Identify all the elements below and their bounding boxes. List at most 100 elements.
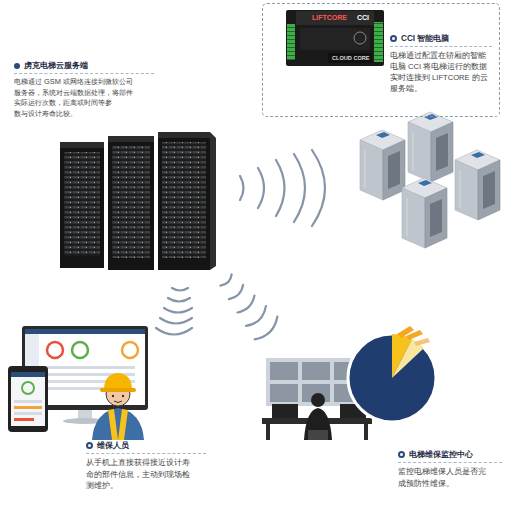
monitoring-scene-part: [364, 424, 368, 440]
worker-scene-part: [25, 329, 145, 334]
elevator-cabs-part: [360, 130, 405, 200]
monitoring-scene-part: [302, 362, 330, 380]
heading-row: 电梯维保监控中心: [398, 449, 502, 463]
worker-scene-part: [22, 382, 34, 394]
signal-waves-part: [172, 288, 188, 291]
worker-scene-part: [14, 400, 42, 403]
signal-waves-part: [258, 168, 264, 208]
server-racks: [60, 132, 216, 270]
signal-waves-part: [276, 160, 285, 216]
worker-scene-part: [11, 372, 45, 426]
worker-scene-part: [72, 342, 88, 358]
heading-icon: [86, 442, 93, 449]
worker-scene-part: [114, 401, 122, 403]
server-racks-part: [64, 152, 100, 256]
cci-device-part: [296, 11, 374, 25]
heading-icon: [14, 63, 20, 69]
server-racks-part: [158, 132, 210, 270]
body-text: 电梯通过 GSM 或网络连接到微软公司 服务器，系统对云端数据处理，将部件 实际…: [14, 77, 154, 120]
elevator-cabs: [360, 112, 500, 248]
worker-scene-part: [122, 395, 124, 397]
heading-text: CCI 智能电脑: [401, 33, 449, 44]
cci-device-part: [286, 10, 384, 66]
panel-content: CCI 智能电脑电梯通过配置在轿厢的智能 电脑 CCI 将电梯运行的数据 实时连…: [390, 33, 492, 94]
pie-chart-part: [348, 334, 436, 422]
worker-scene-part: [122, 342, 138, 358]
signal-waves-part: [255, 317, 282, 344]
text-block: 维保人员从手机上直接获得接近设计寿 命的部件信息，主动到现场检 测维护。: [86, 440, 206, 492]
cci-device-part: [300, 28, 370, 50]
heading-row: CCI 智能电脑: [390, 33, 492, 47]
pie-chart-part: [406, 330, 423, 340]
cci-device: [286, 10, 384, 66]
monitoring-scene-part: [308, 430, 328, 440]
server-racks-part: [108, 136, 154, 270]
monitoring-scene-part: [272, 404, 298, 418]
signal-waves-part: [229, 285, 246, 302]
monitoring-scene-part: [270, 384, 298, 402]
monitoring-scene-part: [270, 362, 298, 380]
server-racks-part: [210, 132, 216, 270]
server-racks-part: [158, 132, 210, 138]
server-racks-part: [112, 146, 150, 258]
cci-device-part: [328, 53, 372, 63]
pie-chart: [348, 326, 436, 422]
body-text: 监控电梯维保人员是否完 成预防性维保。: [398, 466, 502, 489]
monitoring-scene-part: [304, 408, 332, 440]
elevator-cabs-part: [402, 178, 447, 248]
heading-text: 电梯维保监控中心: [409, 449, 473, 460]
worker-scene-part: [104, 373, 132, 390]
text-block: 虏克电梯云服务端电梯通过 GSM 或网络连接到微软公司 服务器，系统对云端数据处…: [14, 60, 154, 120]
server-racks-part: [60, 142, 104, 268]
worker-scene-part: [11, 372, 45, 377]
cci-device-part: [287, 24, 295, 60]
worker-scene-part: [118, 409, 128, 440]
dashed-panel: CCI 智能电脑电梯通过配置在轿厢的智能 电脑 CCI 将电梯运行的数据 实时连…: [262, 3, 500, 117]
signal-waves: [156, 150, 325, 343]
signal-waves-part: [238, 296, 258, 316]
worker-scene-part: [8, 366, 48, 432]
heading-icon: [398, 451, 405, 458]
heading-row: 维保人员: [86, 440, 206, 454]
signal-waves-part: [164, 308, 192, 313]
heading-text: 虏克电梯云服务端: [24, 60, 88, 71]
cci-device-part: [354, 32, 366, 44]
server-racks-part: [60, 142, 104, 148]
text-block: 电梯维保监控中心监控电梯维保人员是否完 成预防性维保。: [398, 449, 502, 489]
signal-waves-part: [240, 176, 244, 200]
body-text: 电梯通过配置在轿厢的智能 电脑 CCI 将电梯运行的数据 实时连接到 LIFTC…: [390, 50, 492, 94]
signal-waves-part: [156, 328, 192, 335]
worker-scene-part: [108, 409, 118, 440]
monitoring-scene-part: [311, 393, 325, 407]
elevator-cabs-part: [408, 112, 453, 182]
signal-waves-part: [168, 298, 190, 302]
device-label: LIFTCORE: [312, 14, 347, 21]
worker-scene-part: [45, 387, 105, 390]
worker-scene-part: [92, 408, 144, 440]
heading-icon: [390, 35, 397, 42]
body-text: 从手机上直接获得接近设计寿 命的部件信息，主动到现场检 测维护。: [86, 457, 206, 492]
worker-scene-part: [47, 342, 63, 358]
heading-row: 虏克电梯云服务端: [14, 60, 154, 74]
worker-scene-part: [14, 406, 42, 409]
signal-waves-part: [220, 274, 233, 287]
server-racks-part: [162, 142, 206, 258]
worker-scene: [8, 326, 148, 440]
signal-waves-part: [246, 306, 269, 329]
elevator-cabs-part: [455, 150, 500, 220]
monitoring-scene-part: [266, 424, 270, 440]
worker-scene-part: [112, 395, 114, 397]
pie-chart-part: [414, 338, 430, 346]
cci-device-part: [374, 22, 383, 62]
worker-scene-part: [14, 412, 42, 415]
server-racks-part: [108, 136, 154, 142]
worker-scene-part: [100, 388, 136, 392]
signal-waves-part: [312, 150, 325, 226]
heading-text: 维保人员: [97, 440, 129, 451]
worker-scene-part: [14, 418, 34, 421]
signal-waves-part: [294, 154, 305, 222]
device-label: CCI: [357, 14, 369, 21]
signal-waves-part: [160, 318, 192, 324]
device-label: CLOUD CORE: [332, 56, 370, 62]
